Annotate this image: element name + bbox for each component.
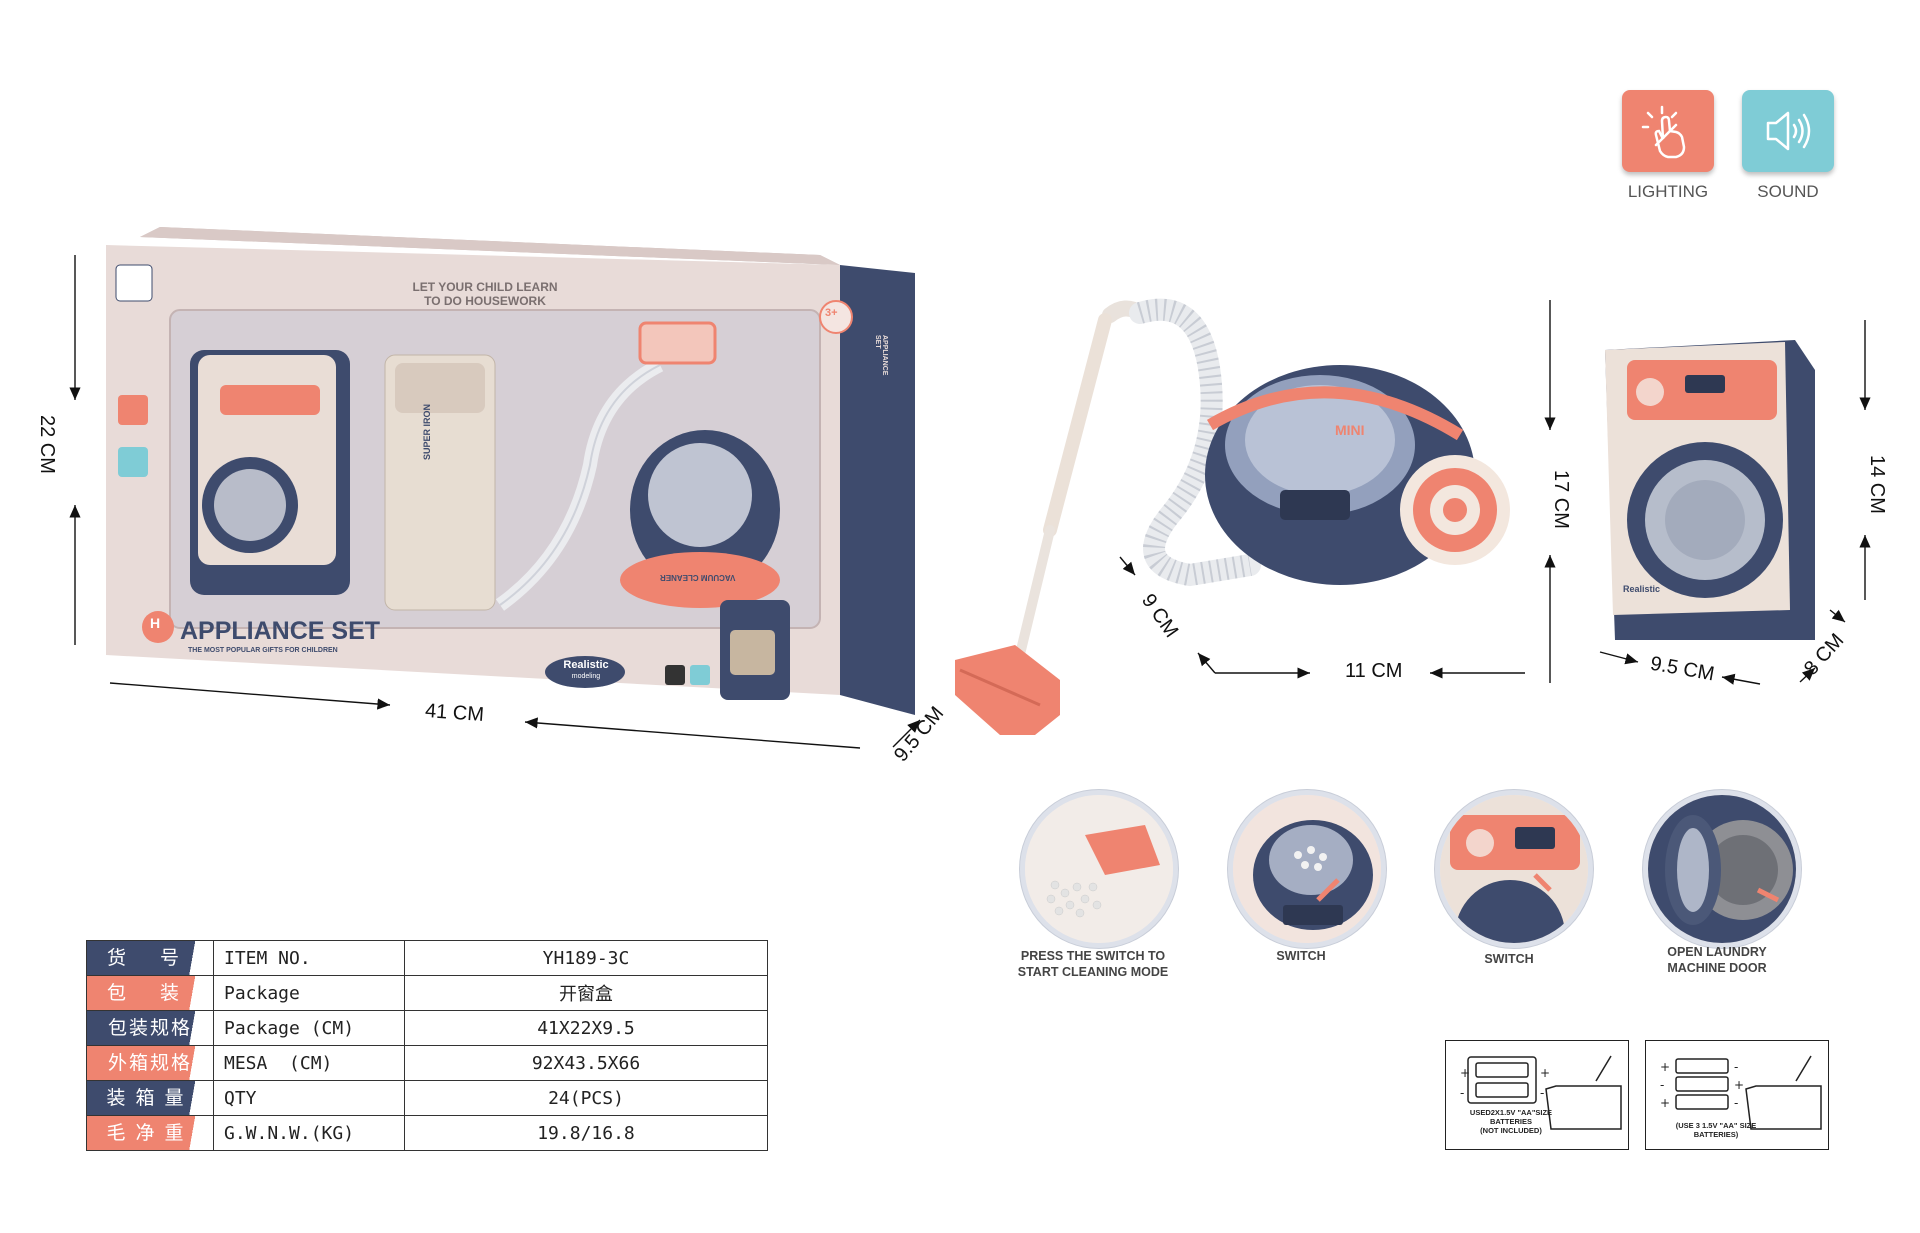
vacuum-cleaner-image: MINI [955, 298, 1510, 735]
table-row: 货 号 ITEM NO. YH189-3C [86, 940, 768, 976]
spec-value: 24(PCS) [404, 1080, 768, 1116]
spec-en-label: QTY [213, 1080, 405, 1116]
vacuum-mini-text: MINI [1335, 422, 1365, 438]
switch-washer-caption: SWITCH [1484, 952, 1534, 966]
spec-en-label: G.W.N.W.(KG) [213, 1115, 405, 1151]
realistic-badge-line-1: Realistic [563, 659, 609, 671]
hand-touch-icon [1641, 105, 1686, 159]
table-row: 装箱量 QTY 24(PCS) [86, 1080, 768, 1116]
spec-en-label: MESA (CM) [213, 1045, 405, 1081]
washer-switch-illustration [1440, 795, 1588, 943]
spec-value: YH189-3C [404, 940, 768, 976]
age-badge: 3+ [825, 307, 838, 319]
spec-value: 92X43.5X66 [404, 1045, 768, 1081]
door-caption: OPEN LAUNDRY MACHINE DOOR [1617, 944, 1817, 976]
spec-cn-label: 外箱规格 [87, 1046, 213, 1080]
feature-circle-switch-washer [1435, 790, 1593, 948]
lighting-label: LIGHTING [1627, 182, 1709, 201]
svg-text:-: - [1734, 1096, 1738, 1110]
package-height-label: 22 CM [36, 415, 58, 474]
speaker-icon [1766, 111, 1811, 151]
svg-text:-: - [1660, 1078, 1664, 1092]
spec-en-label: Package (CM) [213, 1010, 405, 1046]
table-row: 毛净重 G.W.N.W.(KG) 19.8/16.8 [86, 1115, 768, 1151]
battery-2-caption-line-1: USED2X1.5V "AA"SIZE [1469, 1108, 1553, 1117]
svg-text:-: - [1734, 1060, 1738, 1074]
cleaning-caption-line-2: START CLEANING MODE [1017, 965, 1169, 979]
washer-brand-text: Realistic [1623, 584, 1660, 594]
product-package: LET YOUR CHILD LEARN TO DO HOUSEWORK 3+ … [100, 225, 915, 725]
battery-3-icon: + - + - + - [1660, 1055, 1822, 1130]
package-subtitle: THE MOST POPULAR GIFTS FOR CHILDREN [188, 647, 338, 654]
sound-badge [1742, 90, 1834, 172]
spec-cn-label: 货 号 [87, 941, 213, 975]
svg-text:+: + [1660, 1060, 1670, 1074]
washer-height-label: 14 CM [1866, 455, 1888, 514]
door-caption-line-2: MACHINE DOOR [1667, 961, 1767, 975]
package-width-label: 41 CM [424, 699, 485, 727]
table-row: 包 装 Package 开窗盒 [86, 975, 768, 1011]
switch-vacuum-caption: SWITCH [1276, 949, 1326, 963]
vacuum-height-label: 17 CM [1550, 470, 1572, 529]
battery-3-caption-line-1: (USE 3 1.5V "AA" SIZE [1675, 1121, 1757, 1130]
battery-2-caption: USED2X1.5V "AA"SIZE BATTERIES (NOT INCLU… [1446, 1108, 1576, 1135]
spec-value: 开窗盒 [404, 975, 768, 1011]
feature-circle-switch-vacuum [1228, 790, 1386, 948]
sound-feature: SOUND [1742, 90, 1834, 202]
spec-table: 货 号 ITEM NO. YH189-3C 包 装 Package 开窗盒 包装… [86, 940, 768, 1151]
feature-circle-door [1643, 790, 1801, 948]
spec-en-label: ITEM NO. [213, 940, 405, 976]
battery-2-icon: + + - - [1460, 1055, 1622, 1130]
package-tagline-1: LET YOUR CHILD LEARN [412, 280, 558, 294]
table-row: 外箱规格 MESA (CM) 92X43.5X66 [86, 1045, 768, 1081]
package-tagline: LET YOUR CHILD LEARN TO DO HOUSEWORK [385, 280, 585, 308]
spec-cn-label: 包装规格 [87, 1011, 213, 1045]
washing-machine-image: Realistic [1605, 340, 1815, 640]
lighting-feature: LIGHTING [1622, 90, 1714, 202]
feature-circle-cleaning [1020, 790, 1178, 948]
svg-text:+: + [1540, 1066, 1550, 1080]
table-row: 包装规格 Package (CM) 41X22X9.5 [86, 1010, 768, 1046]
spec-cn-label: 包 装 [87, 976, 213, 1010]
cleaning-mode-illustration [1025, 795, 1173, 943]
package-logo-letter: H [150, 615, 161, 631]
package-tagline-2: TO DO HOUSEWORK [424, 294, 546, 308]
cleaning-caption-line-1: PRESS THE SWITCH TO [1020, 949, 1166, 963]
spec-value: 19.8/16.8 [404, 1115, 768, 1151]
sound-label: SOUND [1757, 182, 1819, 201]
package-title: APPLIANCE SET [180, 617, 381, 645]
battery-2-caption-line-2: BATTERIES [1490, 1117, 1532, 1126]
svg-text:-: - [1460, 1086, 1464, 1100]
spec-cn-label: 毛净重 [87, 1116, 213, 1150]
lighting-badge [1622, 90, 1714, 172]
battery-info-3aa: + - + - + - (USE 3 1.5V "AA" SIZE BATTER… [1645, 1040, 1829, 1150]
washer-door-illustration [1648, 795, 1796, 943]
svg-text:+: + [1460, 1066, 1470, 1080]
battery-2-caption-line-3: (NOT INCLUDED) [1480, 1126, 1542, 1135]
vacuum-width-label: 11 CM [1345, 660, 1403, 682]
svg-text:-: - [1540, 1086, 1544, 1100]
door-caption-line-1: OPEN LAUNDRY [1667, 945, 1767, 959]
battery-3-caption-line-2: BATTERIES) [1693, 1130, 1739, 1139]
cleaning-caption: PRESS THE SWITCH TO START CLEANING MODE [993, 948, 1193, 980]
vacuum-switch-illustration [1233, 795, 1381, 943]
spec-value: 41X22X9.5 [404, 1010, 768, 1046]
realistic-badge: Realistic modeling [558, 660, 614, 682]
realistic-badge-line-2: modeling [571, 673, 601, 680]
spec-en-label: Package [213, 975, 405, 1011]
battery-info-2aa: + + - - USED2X1.5V "AA"SIZE BATTERIES (N… [1445, 1040, 1629, 1150]
spec-cn-label: 装箱量 [87, 1081, 213, 1115]
package-illustration [106, 227, 915, 715]
svg-text:+: + [1734, 1078, 1744, 1092]
battery-3-caption: (USE 3 1.5V "AA" SIZE BATTERIES) [1646, 1121, 1786, 1139]
svg-text:+: + [1660, 1096, 1670, 1110]
